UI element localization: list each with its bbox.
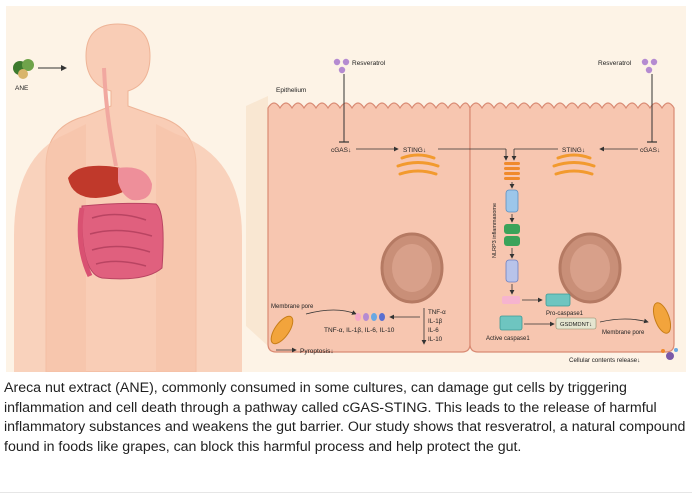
cellular-release-label: Cellular contents release↓ bbox=[569, 357, 640, 364]
cytokines-row-label: TNF-α, IL-1β, IL-6, IL-10 bbox=[324, 327, 395, 334]
sting-right-label: STING↓ bbox=[562, 147, 585, 154]
cytokine-1: TNF-α bbox=[428, 309, 446, 316]
liver-icon bbox=[68, 165, 135, 198]
sting-left-label: STING↓ bbox=[403, 147, 426, 154]
gsdmdnt-box bbox=[555, 317, 597, 330]
divider bbox=[0, 492, 692, 493]
ane-nut-icon bbox=[13, 59, 34, 79]
resveratrol-label-right: Resveratrol bbox=[598, 60, 632, 67]
active-caspase-label: Active caspase1 bbox=[486, 336, 530, 342]
pathway-figure: ANE Resveratrol Resveratrol Epithelium bbox=[6, 6, 686, 372]
nucleus-left bbox=[380, 232, 444, 304]
nlrp3-label: NLRP3 inflammasome bbox=[492, 203, 498, 258]
resveratrol-molecule-icon bbox=[333, 58, 658, 74]
cytokine-3: IL-6 bbox=[428, 327, 439, 334]
cytokine-4: IL-10 bbox=[428, 336, 443, 343]
membrane-pore-left-label: Membrane pore bbox=[271, 304, 314, 310]
cgas-left-label: cGAS↓ bbox=[331, 147, 351, 154]
epithelium-label: Epithelium bbox=[276, 87, 306, 94]
golgi-right-icon bbox=[552, 153, 596, 176]
resveratrol-label-left: Resveratrol bbox=[352, 60, 386, 67]
pro-caspase-icon bbox=[502, 296, 520, 304]
ane-label: ANE bbox=[15, 85, 29, 92]
pro-caspase-label: Pro-caspase1 bbox=[546, 311, 584, 317]
nucleus-right bbox=[558, 232, 622, 304]
cytokine-dots-icon bbox=[355, 313, 385, 321]
epithelial-cell-right bbox=[469, 102, 675, 353]
figure-caption: Areca nut extract (ANE), commonly consum… bbox=[4, 380, 686, 455]
pyroptosis-label: Pyroptosis↓ bbox=[300, 348, 334, 355]
caspase-box bbox=[545, 293, 571, 307]
gsdmdnt-label: GSDMDNT↓ bbox=[560, 322, 592, 328]
human-body bbox=[14, 23, 242, 372]
stomach-icon bbox=[118, 167, 152, 201]
cgas-right-label: cGAS↓ bbox=[640, 147, 660, 154]
membrane-pore-right-label: Membrane pore bbox=[602, 330, 645, 336]
intestine-icon bbox=[81, 202, 164, 280]
golgi-left-icon bbox=[396, 153, 440, 176]
cytokine-2: IL-1β bbox=[428, 318, 443, 325]
cytokine-list: TNF-α IL-1β IL-6 IL-10 bbox=[421, 308, 446, 345]
active-caspase-icon bbox=[499, 315, 523, 331]
nlrp3-inflammasome bbox=[504, 162, 520, 295]
membrane-pore-icon bbox=[270, 302, 672, 345]
cellular-debris-icon bbox=[661, 348, 678, 360]
